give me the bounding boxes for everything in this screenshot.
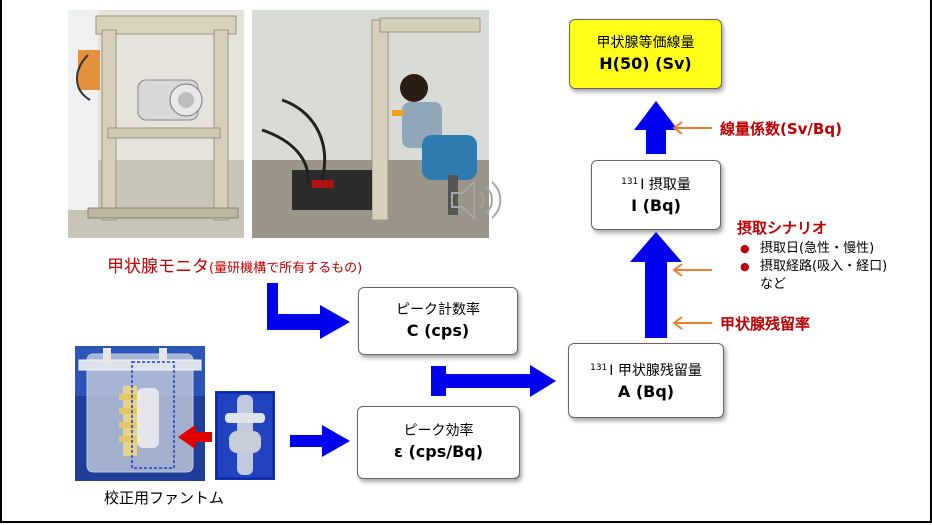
list-item: ● 摂取日(急性・慢性) (740, 240, 887, 258)
bullet-icon: ● (740, 260, 750, 273)
thyroid-retention-unit: A (Bq) (617, 381, 675, 401)
thyroid-equivalent-dose-label: 甲状腺等価線量 (596, 34, 695, 51)
peak-efficiency-unit: ε (cps/Bq) (393, 442, 484, 461)
thyroid-monitor-photo-icon (68, 10, 244, 238)
monitor-title: 甲状腺モニタ(量研機構で所有するもの) (107, 252, 362, 277)
peak-count-rate-box: ピーク計数率 C (cps) (358, 287, 518, 355)
list-item: など (740, 276, 887, 294)
retention-isotope-mass: 131 (590, 362, 608, 373)
thyroid-equivalent-dose-box: 甲状腺等価線量 H(50) (Sv) (569, 19, 722, 89)
arrow-retention-to-intake (630, 232, 682, 338)
peak-count-rate-label: ピーク計数率 (396, 301, 480, 318)
arrow-combine-to-retention (431, 365, 556, 397)
thyroid-monitor-in-use-photo-icon (252, 10, 489, 238)
thyroid-phantom-photo-icon (75, 346, 205, 481)
scenario-item-1: 摂取日(急性・慢性) (760, 241, 875, 256)
arrow-intake-to-result (634, 101, 678, 154)
bullet-icon: ● (740, 242, 750, 255)
intake-scenario-list: ● 摂取日(急性・慢性) ● 摂取経路(吸入・経口) など (740, 240, 887, 294)
peak-efficiency-label: ピーク効率 (403, 423, 474, 439)
thyroid-retention-rate-label: 甲状腺残留率 (720, 315, 811, 333)
list-item: ● 摂取経路(吸入・経口) (740, 258, 887, 276)
intake-isotope-mass: 131 (621, 177, 639, 187)
arrow-phantom-to-efficiency (290, 425, 350, 457)
speaker-icon[interactable] (448, 176, 504, 224)
thyroid-retention-label: I 甲状腺残留量 (609, 362, 702, 379)
intake-scenario-title: 摂取シナリオ (737, 219, 828, 237)
scenario-item-2: 摂取経路(吸入・経口) (760, 259, 888, 274)
peak-efficiency-box: ピーク効率 ε (cps/Bq) (357, 406, 520, 479)
arrow-monitor-to-count (267, 283, 350, 339)
arrow-insert-to-phantom (178, 425, 212, 449)
phantom-insert-photo-icon (215, 391, 275, 480)
thyroid-equivalent-dose-unit: H(50) (Sv) (599, 53, 692, 73)
monitor-title-note: (量研機構で所有するもの) (209, 261, 363, 276)
arrow-scenario (672, 263, 712, 277)
arrow-dose-coeff (672, 121, 712, 135)
peak-count-rate-unit: C (cps) (406, 320, 470, 340)
scenario-tail: など (760, 277, 787, 292)
intake-label: I 摂取量 (640, 177, 691, 193)
dose-coefficient-label: 線量係数(Sv/Bq) (720, 120, 842, 138)
phantom-caption: 校正用ファントム (104, 489, 225, 507)
intake-unit: I (Bq) (631, 196, 681, 215)
monitor-title-main: 甲状腺モニタ (107, 257, 209, 277)
arrow-retention-rate (672, 316, 712, 330)
